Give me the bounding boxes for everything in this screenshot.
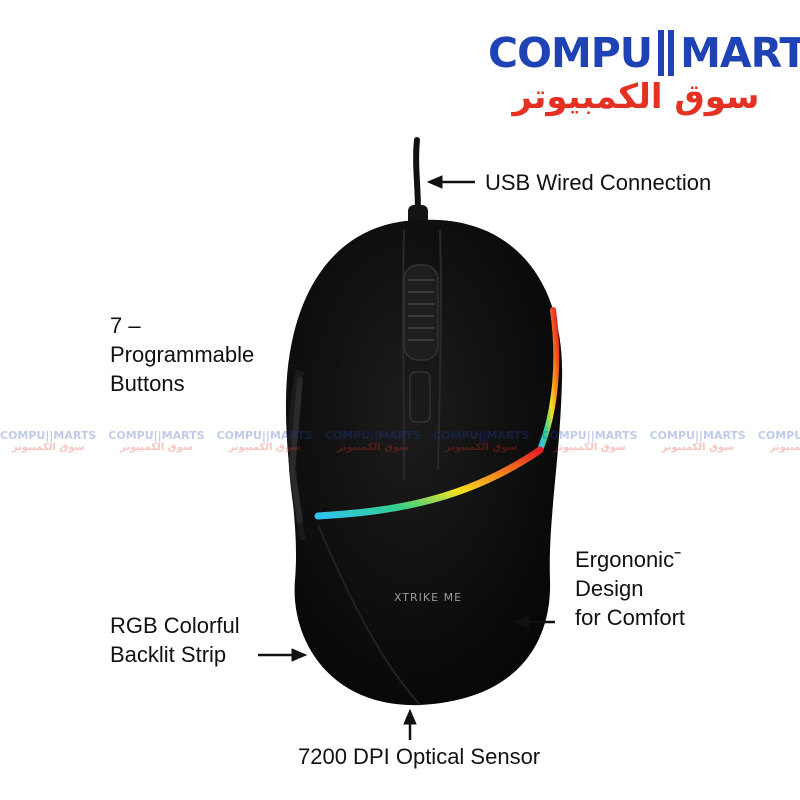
brand-name-english: COMPU MARTS bbox=[488, 28, 800, 78]
side-buttons bbox=[288, 377, 303, 523]
brand-name-arabic: سوق الكمبيوتر bbox=[512, 77, 760, 117]
feature-rgb-label: RGB Colorful Backlit Strip bbox=[110, 613, 240, 667]
product-logo: XTRIKE ME bbox=[393, 591, 463, 604]
feature-usb-label: USB Wired Connection bbox=[485, 170, 712, 195]
brand-logo: COMPU MARTS سوق الكمبيوتر bbox=[488, 28, 800, 118]
feature-ergonomic-label: Ergononicˉ Design for Comfort bbox=[575, 547, 686, 630]
rgb-backlit-strip bbox=[314, 446, 544, 520]
brand-name-right: MARTS bbox=[680, 29, 800, 77]
feature-buttons-label: 7 – Programmable Buttons bbox=[110, 313, 255, 396]
scroll-wheel-ridges bbox=[408, 279, 434, 341]
button-split-right bbox=[437, 229, 442, 471]
mouse-body bbox=[285, 219, 563, 706]
brand-name-left: COMPU bbox=[488, 29, 653, 77]
arrow-up-icon bbox=[403, 708, 417, 740]
brand-divider-bars bbox=[658, 30, 675, 76]
scroll-wheel bbox=[403, 264, 439, 361]
rgb-side-strip bbox=[537, 307, 560, 453]
arrow-left-icon bbox=[426, 175, 475, 189]
arrow-right-icon bbox=[258, 648, 308, 662]
arrow-left-icon bbox=[513, 615, 555, 629]
dpi-button bbox=[409, 371, 431, 423]
button-split bbox=[402, 229, 405, 481]
palm-panel-line bbox=[317, 524, 421, 706]
feature-sensor-label: 7200 DPI Optical Sensor bbox=[298, 744, 541, 769]
arrow-right-icon bbox=[292, 359, 342, 373]
side-grip-left bbox=[288, 370, 306, 540]
